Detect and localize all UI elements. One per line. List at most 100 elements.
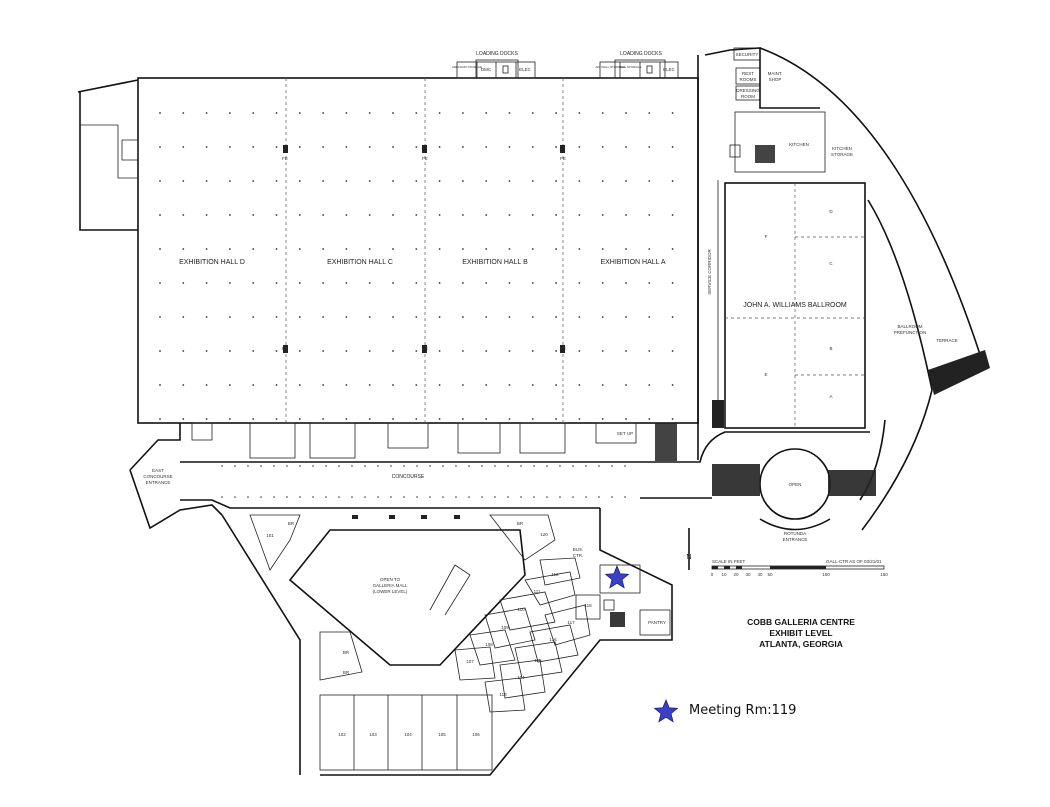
column-dot: [462, 248, 464, 250]
fe-label: FE: [422, 156, 428, 161]
loading-docks-label: LOADING DOCKS: [476, 51, 518, 57]
column-dot: [275, 180, 278, 182]
fe-label: FE: [560, 156, 566, 161]
column-dot: [462, 180, 464, 182]
column-dot: [345, 248, 348, 250]
column-dot: [229, 214, 231, 216]
column-dot: [298, 418, 301, 420]
column-dot: [508, 248, 511, 250]
column-dot: [485, 214, 488, 216]
column-dot: [601, 282, 604, 284]
column-dot: [345, 282, 348, 284]
restroom-label: REST: [742, 71, 754, 76]
column-dot: [508, 146, 511, 148]
concourse-dot: [351, 465, 353, 467]
security-label: SECURITY: [736, 52, 759, 57]
column-dot: [438, 180, 441, 182]
room-101: [249, 514, 301, 571]
concourse-dot: [429, 496, 431, 498]
legend-star-icon: [653, 698, 679, 723]
room-112: [539, 557, 581, 586]
column-dot: [345, 146, 348, 148]
rotunda-stair-left: [712, 464, 760, 496]
column-dot: [275, 418, 278, 420]
ballroom-section-label: A: [829, 394, 832, 399]
column-dot: [578, 350, 581, 352]
column-dot: [648, 180, 651, 182]
br-label: BR: [343, 670, 350, 675]
concourse-dot: [468, 465, 470, 467]
column-dot: [345, 418, 348, 420]
loading-docks-left: LOADING DOCKS AIR DOOR STORAGE DMC ELEC: [452, 51, 536, 79]
column-dot: [205, 418, 208, 420]
room-118: [575, 594, 601, 620]
column-dot: [625, 214, 627, 216]
rotunda-stair-right: [828, 470, 876, 496]
concourse-dot: [260, 496, 262, 498]
column-dot: [578, 214, 581, 216]
column-dot: [415, 248, 418, 250]
dock-room-label: ELEC: [663, 67, 676, 72]
column-dot: [578, 384, 581, 386]
concourse-dot: [416, 496, 418, 498]
service-corridor-label: SERVICE CORRIDOR: [707, 249, 712, 295]
column-dot: [252, 384, 255, 386]
column-dot: [415, 180, 418, 182]
column-dot: [462, 418, 464, 420]
fe-marker: [560, 145, 565, 153]
column-dot: [578, 146, 581, 148]
fe-marker: [422, 345, 427, 353]
loading-docks-label: LOADING DOCKS: [620, 51, 662, 57]
column-dot: [462, 146, 464, 148]
column-dot: [625, 282, 627, 284]
room-117: [544, 604, 591, 646]
room-number-label: 114: [517, 675, 525, 680]
pantry-room: [639, 609, 671, 636]
concourse-dot: [221, 496, 223, 498]
column-dot: [415, 384, 418, 386]
concourse-dot: [624, 496, 626, 498]
column-dot: [392, 282, 394, 284]
column-dot: [182, 350, 185, 352]
concourse-dot: [624, 465, 626, 467]
column-dot: [322, 384, 324, 386]
column-dot: [182, 180, 185, 182]
column-dot: [368, 146, 371, 148]
column-dot: [648, 350, 651, 352]
column-dot: [625, 146, 627, 148]
column-dot: [625, 316, 627, 318]
column-dot: [438, 350, 441, 352]
venue-level: EXHIBIT LEVEL: [769, 628, 832, 638]
room-114: [499, 659, 546, 699]
column-dot: [392, 350, 394, 352]
concourse-dot: [572, 496, 574, 498]
column-dot: [438, 112, 441, 114]
north-label: N: [686, 554, 691, 561]
column-dot: [182, 248, 185, 250]
concourse-dot: [494, 465, 496, 467]
concourse-dot: [299, 496, 301, 498]
column-dot: [601, 350, 604, 352]
column-dot: [671, 180, 674, 182]
column-dot: [275, 316, 278, 318]
room-number-label: 118: [584, 603, 592, 608]
column-dot: [555, 214, 557, 216]
column-dot: [625, 418, 627, 420]
column-dot: [438, 214, 441, 216]
dressing-room-label: ROOM: [741, 94, 755, 99]
column-dot: [485, 146, 488, 148]
concourse-dot: [234, 465, 236, 467]
column-dot: [578, 282, 581, 284]
column-dot: [368, 384, 371, 386]
column-dot: [205, 180, 208, 182]
column-dot: [205, 112, 208, 114]
scale-tick-label: 40: [757, 572, 763, 577]
column-dot: [205, 248, 208, 250]
concourse-dot: [338, 465, 340, 467]
column-dot: [182, 282, 185, 284]
column-dot: [671, 316, 674, 318]
east-entrance-label: CONCOURSE: [143, 474, 172, 479]
restroom-label: ROOMS: [739, 77, 756, 82]
room-110: [499, 591, 556, 631]
